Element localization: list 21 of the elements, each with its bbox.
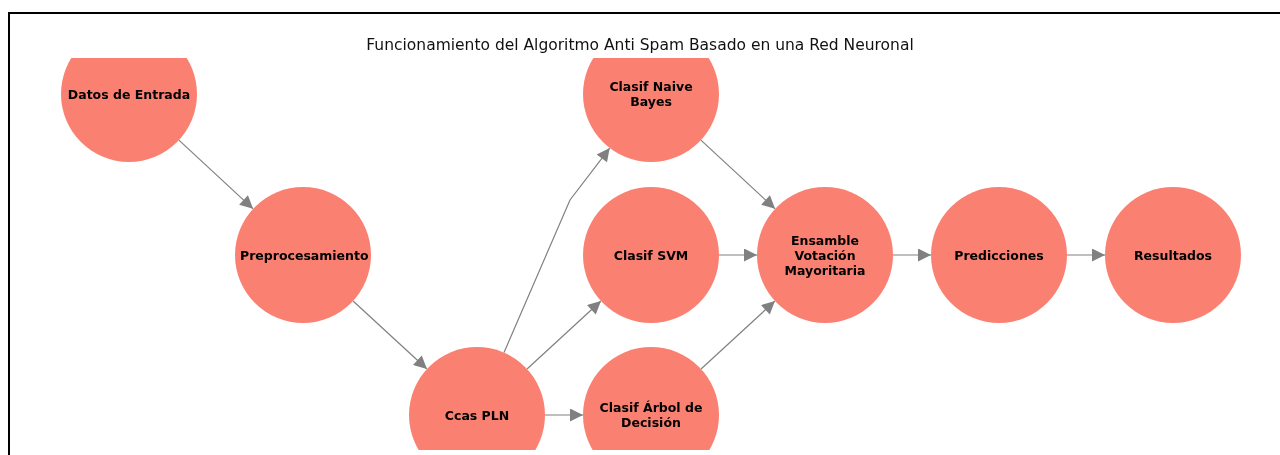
node-label: Clasif Árbol de Decisión bbox=[598, 400, 704, 430]
arrow bbox=[1066, 248, 1106, 262]
node-label: Resultados bbox=[1133, 247, 1213, 263]
node-label: Predicciones bbox=[954, 247, 1044, 263]
arrow bbox=[700, 300, 776, 370]
arrow bbox=[526, 300, 602, 370]
node-label: Datos de Entrada bbox=[67, 86, 191, 102]
node-label: Ccas PLN bbox=[444, 407, 510, 423]
arrow bbox=[544, 408, 584, 422]
arrow bbox=[178, 139, 254, 210]
arrow bbox=[718, 248, 758, 262]
node-label: Ensamble Votación Mayoritaria bbox=[783, 232, 867, 278]
arrow bbox=[503, 147, 611, 354]
node-label: Clasif Naive Bayes bbox=[608, 79, 694, 109]
node-label: Clasif SVM bbox=[613, 247, 689, 263]
diagram-title: Funcionamiento del Algoritmo Anti Spam Basado en una Red Neuronal bbox=[366, 36, 914, 54]
process-circle bbox=[409, 347, 545, 450]
node-label: Preprocesamiento bbox=[240, 247, 366, 263]
arrow bbox=[892, 248, 932, 262]
arrow bbox=[352, 300, 428, 370]
arrow bbox=[700, 139, 776, 210]
